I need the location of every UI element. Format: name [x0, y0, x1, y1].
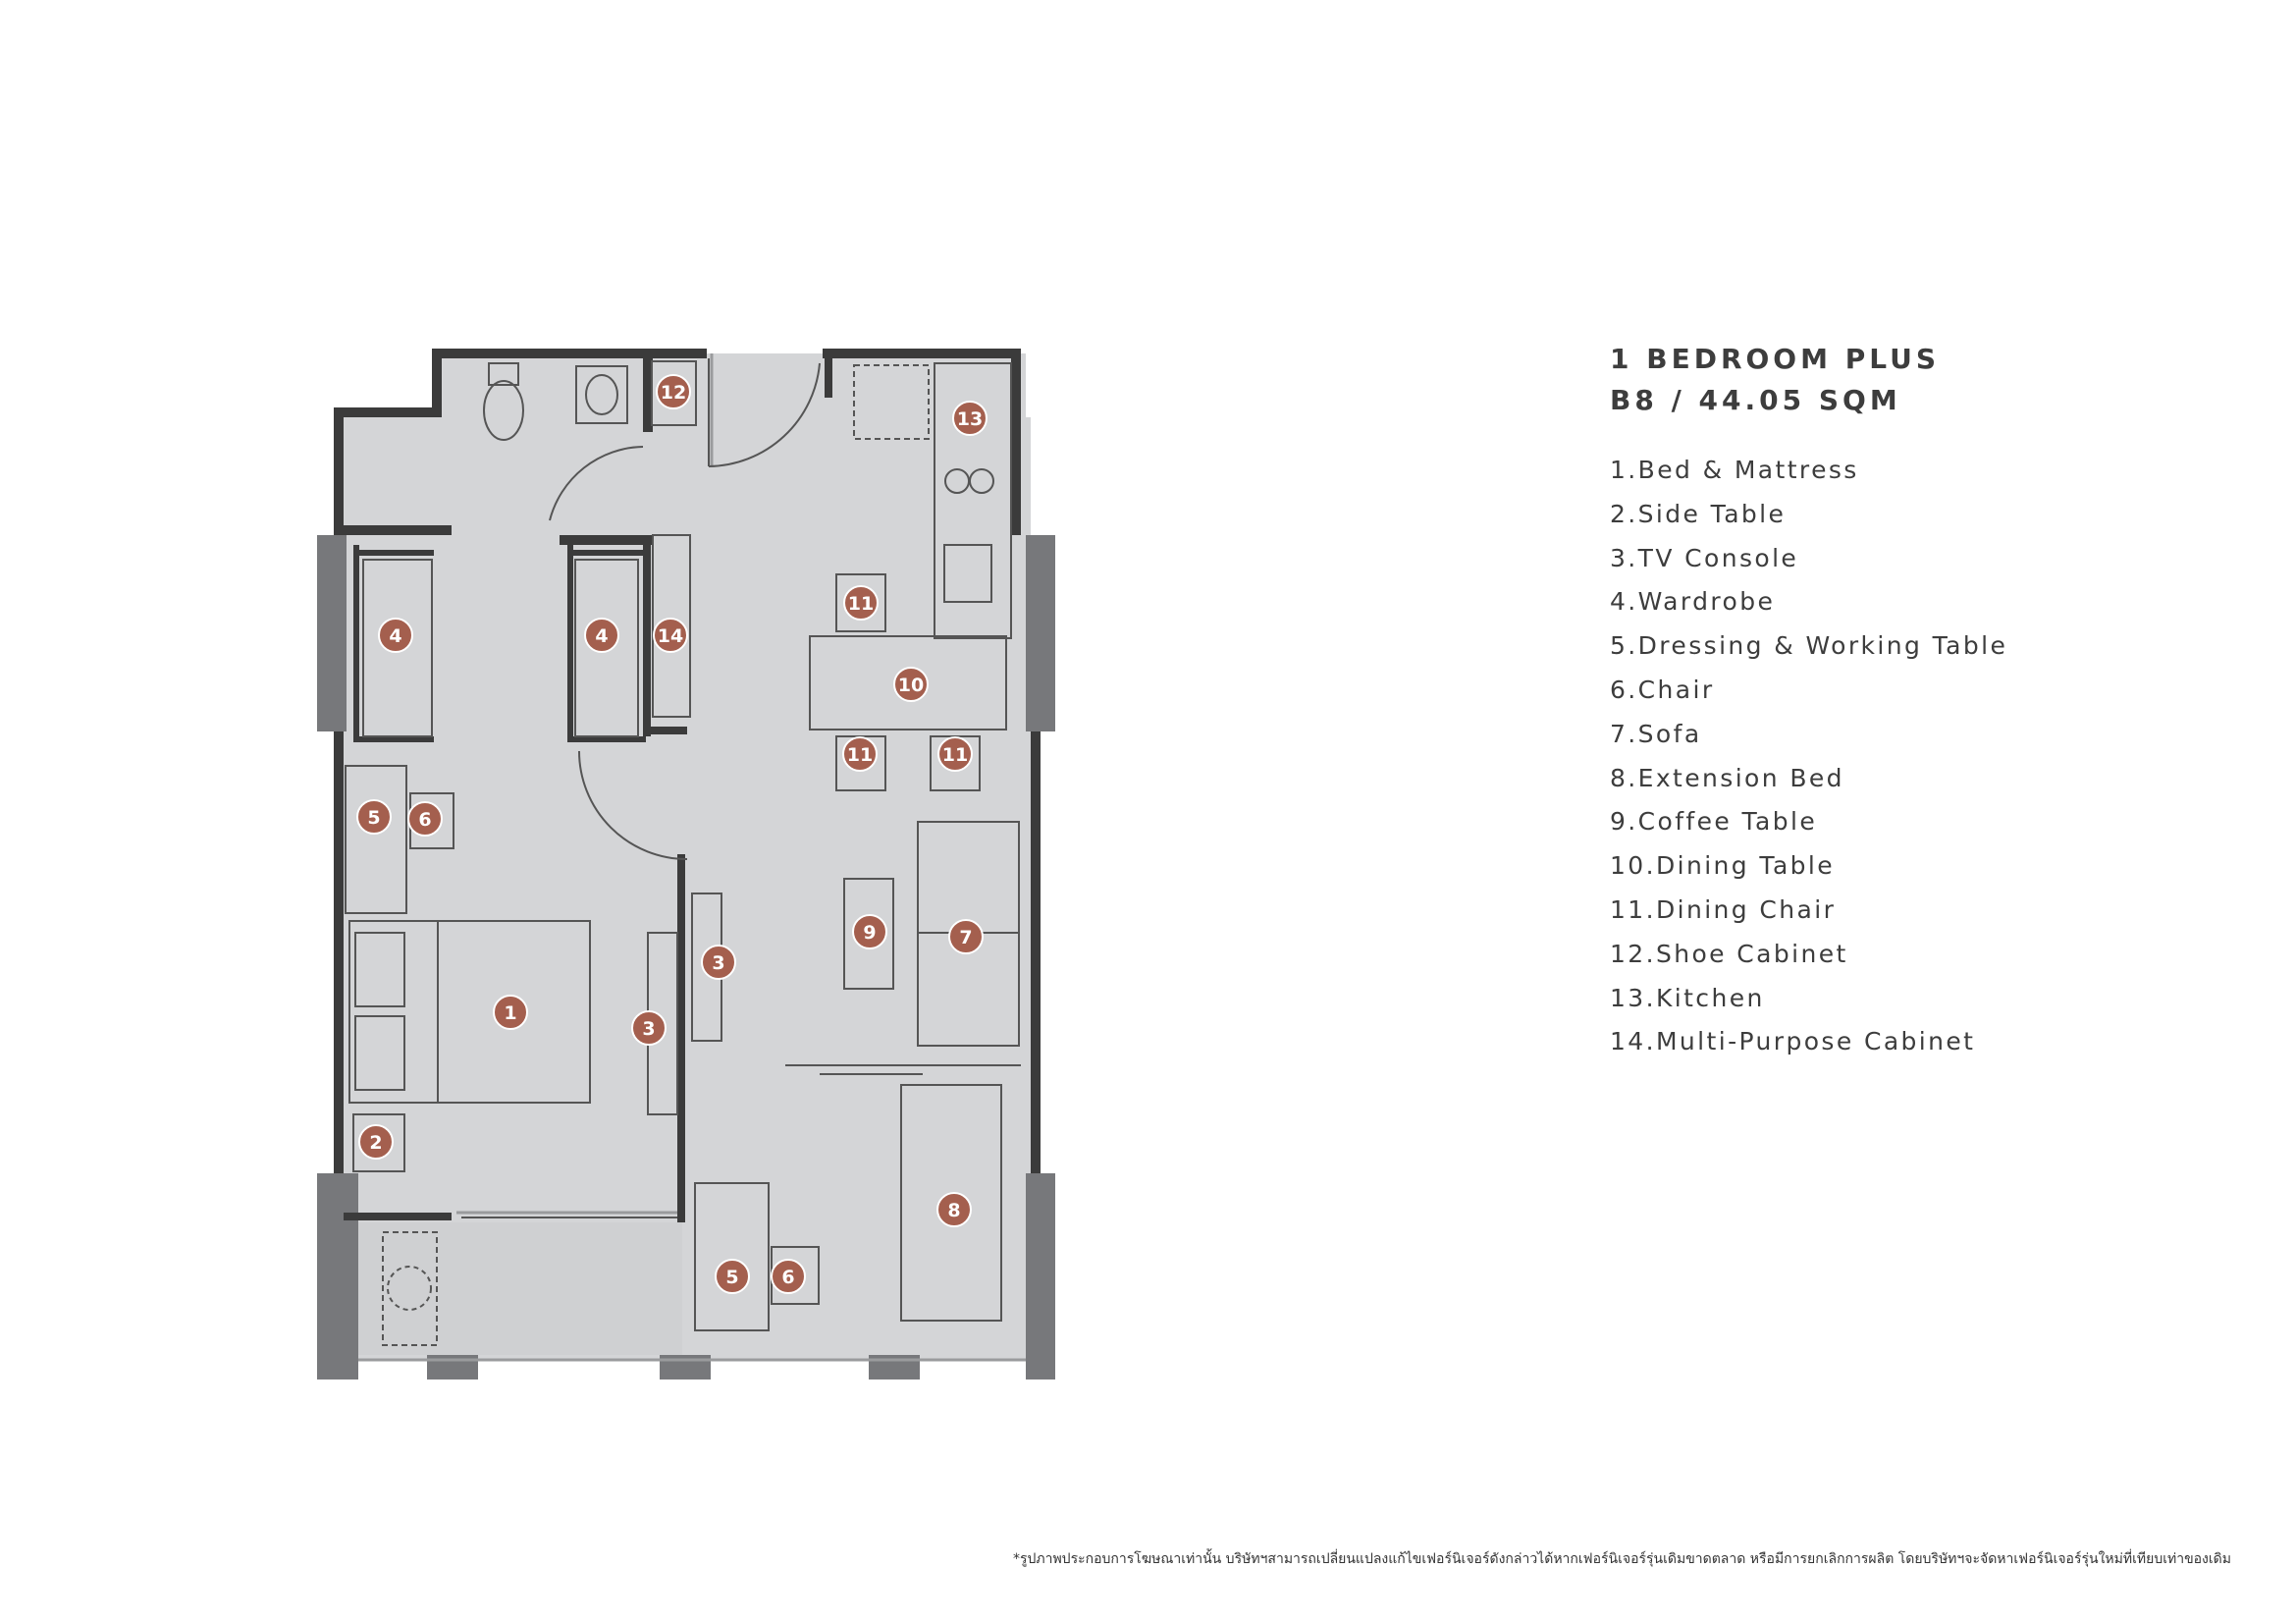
columns	[317, 535, 1055, 1380]
marker-sofa: 7	[948, 919, 984, 954]
legend-item: 12.Shoe Cabinet	[1610, 939, 1848, 968]
marker-side-table: 2	[358, 1124, 394, 1160]
legend-item: 9.Coffee Table	[1610, 807, 1818, 837]
legend-item: 5.Dressing & Working Table	[1610, 631, 2008, 661]
marker-dressing-table-bedroom: 5	[356, 799, 392, 835]
unit-type-title: 1 BEDROOM PLUS	[1610, 343, 1940, 375]
svg-text:6: 6	[781, 1267, 794, 1288]
legend-item: 1.Bed & Mattress	[1610, 456, 1859, 484]
legend-item: 7.Sofa	[1610, 719, 1702, 748]
marker-dressing-table-living: 5	[715, 1259, 750, 1294]
marker-chair-bedroom: 6	[407, 801, 443, 837]
svg-text:13: 13	[957, 408, 983, 430]
svg-text:11: 11	[847, 744, 873, 766]
floor-area	[344, 353, 1031, 1360]
marker-coffee-table: 9	[852, 914, 887, 949]
item-markers: 1 2 3 3 4 4 5 5 6 6 7 8 9 10 11 11 11 12…	[356, 374, 988, 1294]
marker-tv-console-bedroom: 3	[631, 1010, 667, 1046]
legend-item: 8.Extension Bed	[1610, 763, 1844, 792]
svg-text:4: 4	[389, 625, 401, 647]
svg-text:11: 11	[848, 593, 874, 615]
legend-item: 4.Wardrobe	[1610, 587, 1776, 617]
marker-kitchen: 13	[952, 401, 988, 436]
svg-text:9: 9	[863, 922, 876, 944]
walls	[334, 349, 1041, 1222]
marker-multi-purpose-cabinet: 14	[653, 618, 688, 653]
marker-wardrobe-left: 4	[378, 618, 413, 653]
glazing	[358, 353, 1026, 1362]
legend-item: 14.Multi-Purpose Cabinet	[1610, 1027, 1976, 1056]
marker-dining-chair-bottom-left: 11	[842, 736, 878, 772]
marker-dining-table: 10	[893, 667, 929, 702]
marker-dining-chair-bottom-right: 11	[937, 736, 973, 772]
marker-tv-console-living: 3	[701, 945, 736, 980]
svg-text:14: 14	[658, 625, 683, 647]
marker-shoe-cabinet: 12	[656, 374, 691, 409]
marker-extension-bed: 8	[936, 1192, 972, 1227]
unit-size-title: B8 / 44.05 SQM	[1610, 384, 1901, 416]
marker-wardrobe-right: 4	[584, 618, 619, 653]
svg-text:5: 5	[367, 807, 380, 829]
svg-text:3: 3	[642, 1018, 655, 1040]
unit-info: 1 BEDROOM PLUS B8 / 44.05 SQM 1.Bed & Ma…	[1610, 339, 2007, 1064]
furniture-legend: 1.Bed & Mattress 2.Side Table 3.TV Conso…	[1610, 449, 2007, 1064]
svg-text:3: 3	[712, 952, 724, 974]
svg-text:6: 6	[418, 809, 431, 831]
legend-item: 13.Kitchen	[1610, 983, 1765, 1012]
svg-text:5: 5	[725, 1267, 738, 1288]
svg-text:2: 2	[369, 1132, 382, 1154]
marker-chair-living: 6	[771, 1259, 806, 1294]
legend-item: 11.Dining Chair	[1610, 894, 1837, 924]
svg-text:11: 11	[942, 744, 968, 766]
svg-text:4: 4	[595, 625, 608, 647]
svg-text:1: 1	[504, 1002, 516, 1024]
legend-item: 2.Side Table	[1610, 499, 1787, 528]
svg-text:8: 8	[947, 1200, 960, 1221]
svg-text:12: 12	[661, 382, 686, 404]
legend-item: 3.TV Console	[1610, 543, 1799, 572]
legend-item: 6.Chair	[1610, 675, 1715, 704]
marker-bed-mattress: 1	[493, 995, 528, 1030]
svg-text:7: 7	[959, 927, 972, 948]
svg-text:10: 10	[898, 675, 924, 696]
disclaimer-note: *รูปภาพประกอบการโฆษณาเท่านั้น บริษัทฯสาม…	[1012, 1551, 2231, 1567]
balcony	[358, 1222, 682, 1355]
legend-item: 10.Dining Table	[1610, 851, 1836, 881]
marker-dining-chair-top: 11	[843, 585, 879, 621]
furniture-outlines	[345, 358, 1021, 1346]
